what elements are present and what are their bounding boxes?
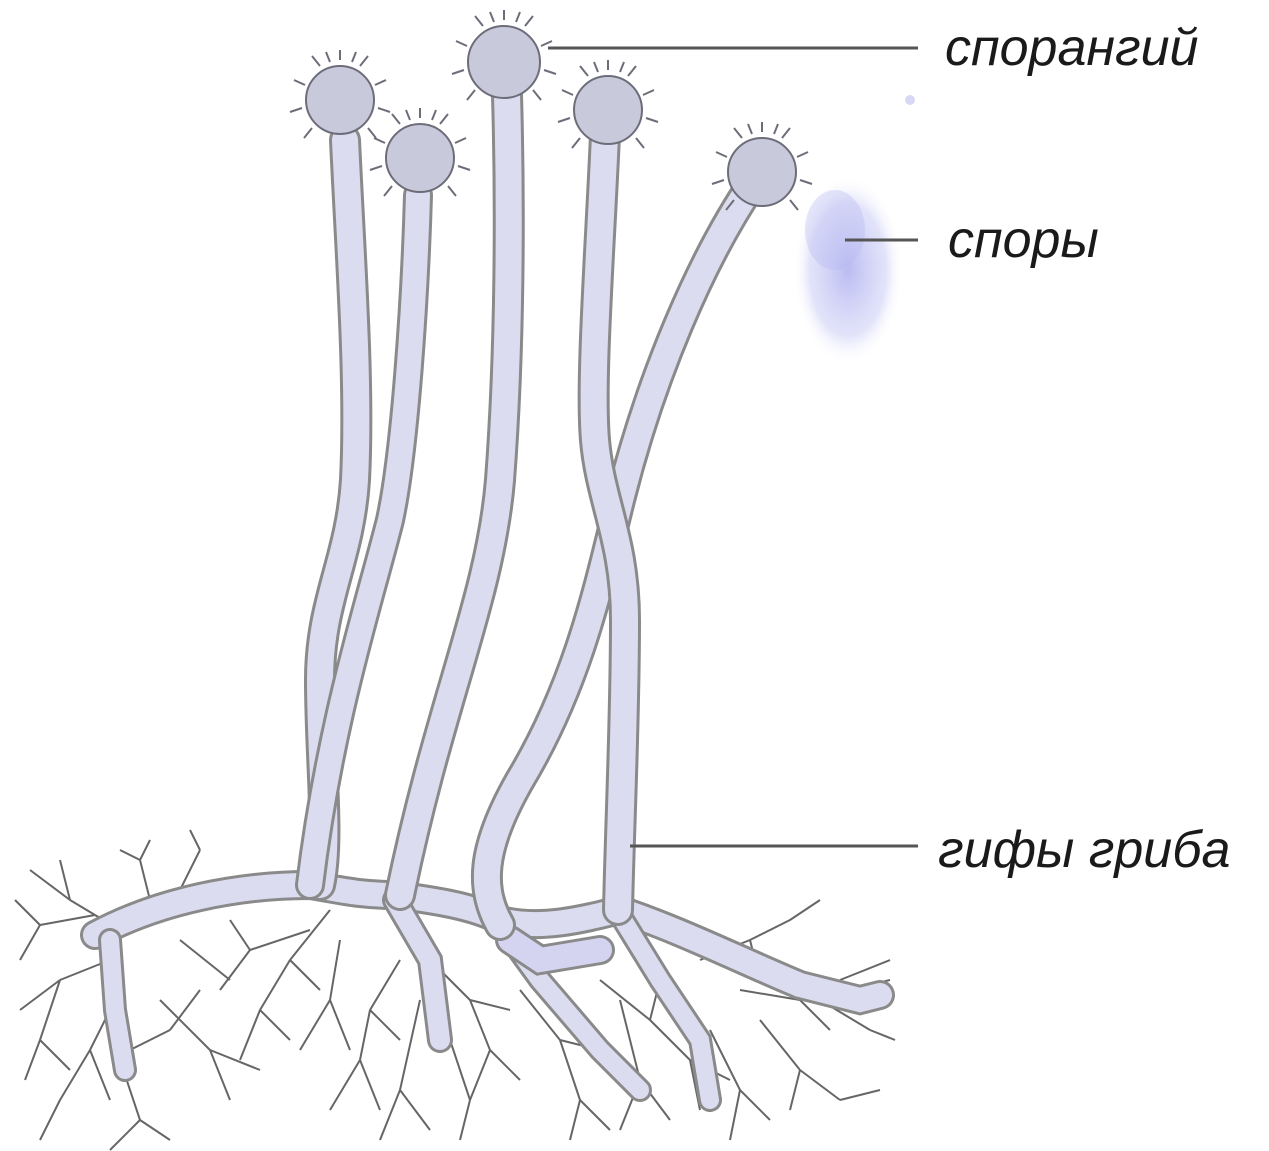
sporangium xyxy=(558,60,658,148)
rhizoids xyxy=(15,830,895,1150)
sporangium xyxy=(290,50,390,138)
sporangia xyxy=(290,10,812,210)
sporangium xyxy=(370,108,470,196)
spore-cloud xyxy=(793,95,915,365)
label-spores: споры xyxy=(948,214,1099,266)
label-sporangium: спорангий xyxy=(945,22,1198,74)
label-hyphae: гифы гриба xyxy=(938,824,1230,876)
sporangiophores xyxy=(310,95,755,925)
sporangium xyxy=(452,10,556,100)
